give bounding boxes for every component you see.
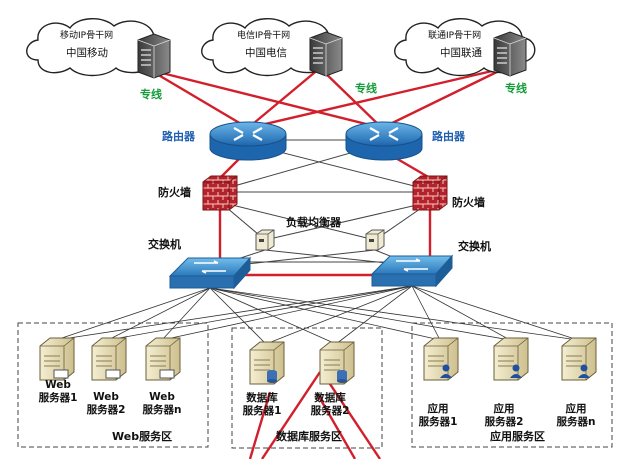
- server-web-2: [91, 337, 127, 381]
- server-number-label: 服务器1: [39, 391, 78, 404]
- router-icon: [345, 121, 423, 161]
- server-type-label: Web: [45, 379, 71, 391]
- switch-right: [370, 254, 454, 288]
- server-icon: [319, 341, 355, 385]
- cloud-network-label: 联通IP骨干网: [428, 30, 481, 41]
- server-app-2: [493, 337, 529, 381]
- router-left: [209, 121, 287, 161]
- zone-label-web: Web服务区: [112, 429, 172, 443]
- rack-server-icon: [137, 33, 171, 79]
- server-number-label: 服务器2: [311, 404, 350, 417]
- server-number-label: 服务器n: [143, 403, 182, 416]
- cloud-mobile: 移动IP骨干网 中国移动: [26, 18, 168, 77]
- load-balancer-label: 负载均衡器: [286, 215, 342, 229]
- cloud-carrier-label: 中国电信: [245, 46, 287, 59]
- rack-server-icon: [493, 31, 527, 77]
- switch-icon: [370, 254, 454, 288]
- zone-label-db: 数据库服务区: [276, 429, 342, 443]
- server-type-label: Web: [149, 391, 175, 403]
- cloud-carrier-label: 中国联通: [440, 46, 482, 59]
- server-icon: [91, 337, 127, 381]
- server-icon: [145, 337, 181, 381]
- server-web-3: [145, 337, 181, 381]
- load-balancer-icon: [255, 229, 275, 251]
- switch-icon: [168, 256, 252, 290]
- server-number-label: 服务器n: [557, 415, 596, 428]
- zone-box-db: [231, 327, 383, 449]
- leased-line-label-2: 专线: [355, 81, 377, 95]
- server-web-1: [39, 337, 75, 381]
- server-number-label: 服务器1: [243, 404, 282, 417]
- router-right: [345, 121, 423, 161]
- server-icon: [249, 341, 285, 385]
- router-label-right: 路由器: [432, 129, 466, 143]
- server-type-label: 应用: [428, 402, 449, 415]
- firewall-label-left: 防火墙: [158, 185, 191, 199]
- server-number-label: 服务器2: [485, 415, 524, 428]
- zone-label-app: 应用服务区: [490, 429, 545, 443]
- cloud-carrier-label: 中国移动: [66, 46, 108, 59]
- router-icon: [209, 121, 287, 161]
- switch-label-right: 交换机: [458, 239, 491, 253]
- switch-left: [168, 256, 252, 290]
- links: [55, 66, 579, 459]
- switch-label-left: 交换机: [148, 237, 181, 251]
- firewall-icon: [412, 175, 448, 211]
- server-number-label: 服务器2: [87, 403, 126, 416]
- server-icon: [423, 337, 459, 381]
- server-type-label: 数据库: [313, 391, 346, 404]
- zone-box-app: [411, 322, 613, 448]
- server-type-label: 数据库: [245, 391, 278, 404]
- cloud-network-label: 电信IP骨干网: [237, 29, 290, 41]
- server-app-3: [561, 337, 597, 381]
- leased-line-label-1: 专线: [140, 87, 162, 101]
- firewall-label-right: 防火墙: [452, 195, 485, 209]
- zone-box-web: [17, 322, 209, 448]
- load-balancer-icon: [365, 229, 385, 251]
- server-app-1: [423, 337, 459, 381]
- server-type-label: 应用: [566, 402, 587, 415]
- rack-server-icon: [309, 31, 343, 77]
- server-icon: [493, 337, 529, 381]
- server-db-2: [319, 341, 355, 385]
- router-label-left: 路由器: [162, 129, 196, 143]
- leased-line-label-3: 专线: [505, 81, 527, 95]
- server-icon: [561, 337, 597, 381]
- server-db-1: [249, 341, 285, 385]
- cloud-network-label: 移动IP骨干网: [60, 29, 113, 41]
- server-number-label: 服务器1: [419, 415, 458, 428]
- server-type-label: Web: [93, 391, 119, 403]
- server-type-label: 应用: [494, 402, 515, 415]
- server-icon: [39, 337, 75, 381]
- firewall-icon: [202, 175, 238, 211]
